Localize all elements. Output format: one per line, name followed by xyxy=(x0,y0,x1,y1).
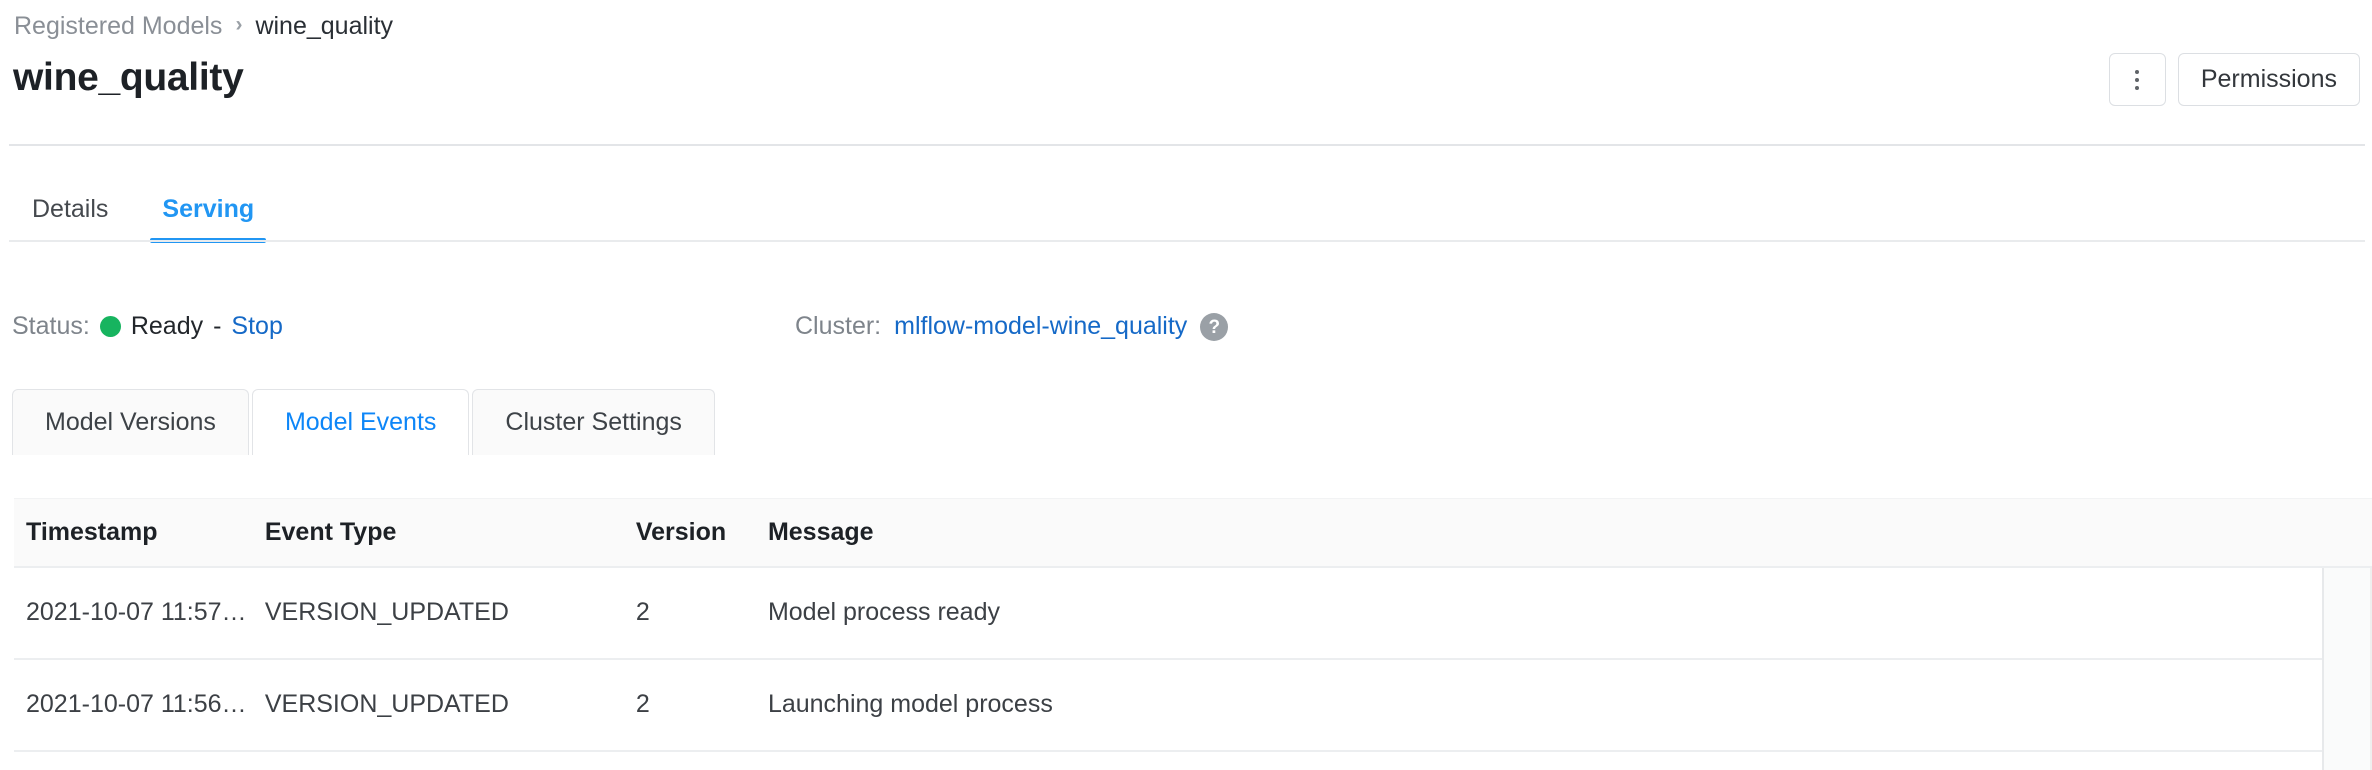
tabs-baseline xyxy=(9,240,2365,242)
cluster-label: Cluster: xyxy=(795,312,882,340)
subtab-model-events-label: Model Events xyxy=(284,408,437,436)
subtab-cluster-settings[interactable]: Cluster Settings xyxy=(472,389,715,455)
help-icon[interactable]: ? xyxy=(1200,313,1229,341)
breadcrumb-current-model: wine_quality xyxy=(255,12,394,40)
subtab-model-versions-label: Model Versions xyxy=(45,408,216,436)
cluster-block: Cluster: mlflow-model-wine_quality ? xyxy=(795,306,1229,346)
overflow-menu-button[interactable] xyxy=(2108,53,2166,106)
tab-serving[interactable]: Serving xyxy=(150,182,267,243)
cluster-link[interactable]: mlflow-model-wine_quality xyxy=(894,312,1188,340)
chevron-right-icon: › xyxy=(235,13,243,36)
status-value: Ready xyxy=(130,312,204,340)
subtab-cluster-settings-label: Cluster Settings xyxy=(505,408,682,436)
stop-serving-link[interactable]: Stop xyxy=(231,312,283,340)
tab-details[interactable]: Details xyxy=(32,182,108,240)
cell-message: Launching model process xyxy=(755,658,2372,752)
page-title: wine_quality xyxy=(13,56,244,99)
subtab-model-versions[interactable]: Model Versions xyxy=(12,389,249,455)
status-dash: - xyxy=(213,312,222,340)
column-header-event-type[interactable]: Event Type xyxy=(252,498,624,568)
table-row[interactable]: 2021-10-07 11:56:09 VERSION_UPDATED 2 La… xyxy=(14,658,2372,752)
status-block: Status: Ready - Stop xyxy=(12,306,283,346)
table-row[interactable]: 2021-10-07 11:57:53 VERSION_UPDATED 2 Mo… xyxy=(14,566,2372,660)
title-row: wine_quality Permissions xyxy=(0,52,2372,130)
header-divider xyxy=(9,144,2365,146)
status-label: Status: xyxy=(12,312,90,340)
column-header-message[interactable]: Message xyxy=(755,498,2372,568)
cell-timestamp: 2021-10-07 11:56:09 xyxy=(14,658,253,752)
breadcrumb-registered-models[interactable]: Registered Models xyxy=(14,12,223,40)
cell-event-type: VERSION_UPDATED xyxy=(252,566,624,660)
serving-subtabs: Model Versions Model Events Cluster Sett… xyxy=(12,389,718,457)
permissions-button[interactable]: Permissions xyxy=(2177,53,2360,106)
breadcrumb: Registered Models › wine_quality xyxy=(14,10,393,42)
subtab-model-events[interactable]: Model Events xyxy=(251,389,470,457)
column-header-timestamp[interactable]: Timestamp xyxy=(14,498,253,568)
kebab-menu-icon xyxy=(2135,67,2140,93)
cell-message: Model process ready xyxy=(755,566,2372,660)
table-header-row: Timestamp Event Type Version Message xyxy=(14,498,2372,568)
cell-version: 2 xyxy=(623,658,756,752)
tab-serving-label: Serving xyxy=(162,195,255,223)
table-vertical-scrollbar[interactable] xyxy=(2322,568,2372,770)
serving-status-row: Status: Ready - Stop Cluster: mlflow-mod… xyxy=(0,306,2372,346)
main-tabs: Details Serving xyxy=(9,182,2365,243)
model-events-table-wrap: Timestamp Event Type Version Message 202… xyxy=(14,498,2372,770)
model-events-table: Timestamp Event Type Version Message 202… xyxy=(14,498,2372,752)
tab-details-label: Details xyxy=(32,195,109,223)
status-indicator-dot-icon xyxy=(99,315,121,337)
cell-event-type: VERSION_UPDATED xyxy=(252,658,624,752)
column-header-version[interactable]: Version xyxy=(623,498,756,568)
cell-version: 2 xyxy=(623,566,756,660)
title-actions: Permissions xyxy=(2108,53,2360,106)
cell-timestamp: 2021-10-07 11:57:53 xyxy=(14,566,253,660)
